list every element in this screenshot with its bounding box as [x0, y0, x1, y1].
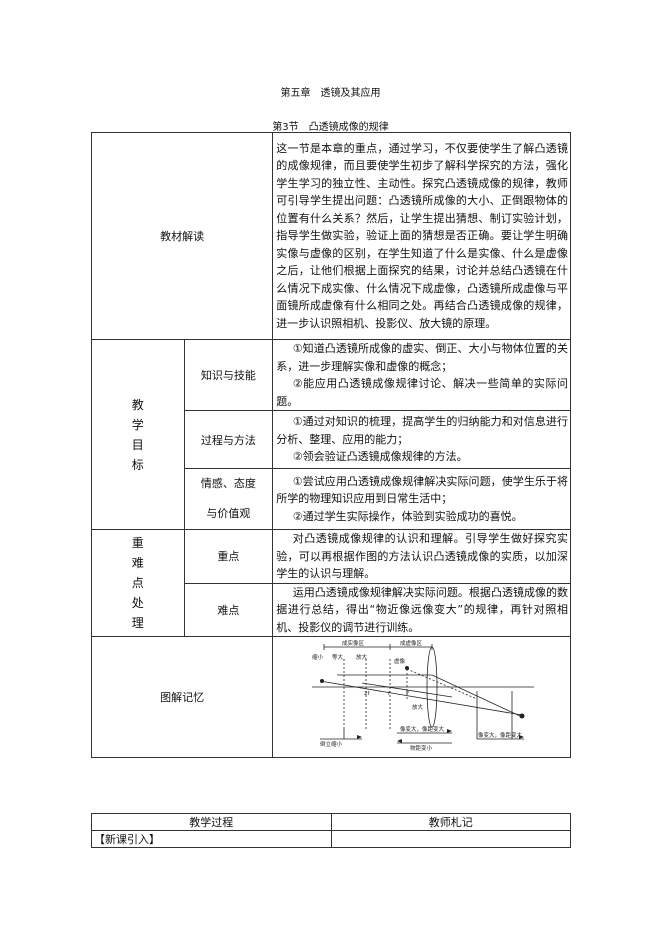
diagram-text-top-left: 成实像区	[342, 639, 365, 647]
knowledge-item: ②能应用凸透镜成像规律讨论、解决一些简单的实际问题。	[276, 377, 568, 408]
diagram-text-top-right: 成虚像区	[400, 639, 423, 647]
diagram-text-bottom-left: 倒立缩小	[320, 740, 343, 748]
emotion-label-line: 与价值观	[206, 507, 251, 520]
emotion-label: 情感、态度 与价值观	[183, 468, 274, 530]
knowledge-item: ①知道凸透镜所成像的虚实、倒正、大小与物体位置的关系，进一步理解实像和虚像的概念…	[276, 342, 568, 373]
process-first-row: 【新课引入】	[91, 830, 571, 848]
process-item: ①通过对知识的梳理，提高学生的归纳能力和对信息进行分析、整理、应用的能力；	[276, 415, 568, 446]
diagram-label: 图解记忆	[90, 636, 274, 758]
process-label: 过程与方法	[183, 410, 274, 469]
keypoints-char: 理	[131, 616, 144, 630]
diagram-text-bottom-mid2: 物距变小	[410, 744, 433, 752]
keypoints-char: 点	[131, 576, 144, 590]
textbook-paragraph: 这一节是本章的重点，通过学习，不仅要使学生了解凸透镜的成像规律，而且要使学生初步…	[276, 141, 568, 330]
convex-lens	[426, 646, 438, 727]
diagram-text-bottom-right: 像变大，像距变大	[478, 731, 523, 739]
process-item: ②领会验证凸透镜成像规律的方法。	[292, 450, 468, 464]
textbook-text: 这一节是本章的重点，通过学习，不仅要使学生了解凸透镜的成像规律，而且要使学生初步…	[272, 132, 571, 340]
textbook-label: 教材解读	[90, 132, 274, 340]
diagram-text-2f: 2f	[364, 691, 370, 697]
textbook-row: 教材解读 这一节是本章的重点，通过学习，不仅要使学生了解凸透镜的成像规律，而且要…	[90, 132, 571, 340]
diagram-cell: 成实像区 成虚像区 缩小 等大 放大 2f f F 虚像 放大 倒立缩小 像变大…	[272, 636, 571, 758]
difficulty-text: 运用凸透镜成像规律解决实际问题。根据凸透镜成像的数据进行总结，得出“物近像远像变…	[272, 582, 571, 637]
emotion-label-line: 情感、态度	[200, 477, 256, 490]
process-table: 教学过程 教师札记 【新课引入】	[91, 813, 571, 848]
process-header-row: 教学过程 教师札记	[91, 813, 571, 831]
goals-label: 教 学 目 标	[91, 339, 185, 530]
diagram-row: 图解记忆	[90, 636, 571, 758]
notes-col-header: 教师札记	[330, 813, 571, 831]
chapter-title: 第五章 透镜及其应用	[280, 88, 381, 99]
process-text: ①通过对知识的梳理，提高学生的归纳能力和对信息进行分析、整理、应用的能力； ②领…	[272, 410, 571, 469]
diagram-text-virtual: 虚像	[394, 657, 406, 665]
lens-imaging-diagram: 成实像区 成虚像区 缩小 等大 放大 2f f F 虚像 放大 倒立缩小 像变大…	[311, 639, 534, 752]
diagram-text-enlarge: 放大	[412, 703, 424, 711]
lesson-table: 教材解读 这一节是本章的重点，通过学习，不仅要使学生了解凸透镜的成像规律，而且要…	[90, 132, 571, 758]
diagram-text-equal: 等大	[332, 653, 344, 661]
goal-emotion-row: 情感、态度 与价值观 ①尝试应用凸透镜成像规律解决实际问题，使学生乐于将所学的物…	[92, 468, 571, 530]
goals-char: 标	[131, 457, 144, 472]
process-col-header: 教学过程	[91, 813, 332, 831]
diagram-text-f: f	[388, 691, 391, 697]
intro-notes	[330, 830, 571, 848]
knowledge-label: 知识与技能	[183, 339, 274, 411]
keypoints-char: 重	[131, 536, 144, 550]
difficulty-row: 难点 运用凸透镜成像规律解决实际问题。根据凸透镜成像的数据进行总结，得出“物近像…	[92, 582, 571, 637]
goals-char: 目	[131, 437, 144, 452]
diagram-text-big: 放大	[356, 653, 368, 661]
goal-process-row: 过程与方法 ①通过对知识的梳理，提高学生的归纳能力和对信息进行分析、整理、应用的…	[92, 410, 571, 469]
goals-char: 学	[131, 417, 144, 432]
intro-label: 【新课引入】	[91, 830, 332, 848]
goals-char: 教	[131, 397, 144, 412]
diagram-text-F: F	[406, 691, 409, 697]
emotion-text: ①尝试应用凸透镜成像规律解决实际问题，使学生乐于将所学的物理知识应用到日常生活中…	[272, 468, 571, 530]
diagram-text-small: 缩小	[312, 653, 324, 661]
knowledge-text: ①知道凸透镜所成像的虚实、倒正、大小与物体位置的关系，进一步理解实像和虚像的概念…	[272, 339, 571, 411]
emotion-item: ①尝试应用凸透镜成像规律解决实际问题，使学生乐于将所学的物理知识应用到日常生活中…	[276, 474, 568, 506]
keypoints-char: 处	[131, 596, 144, 610]
focus-text: 对凸透镜成像规律的认识和理解。引导学生做好探究实验，可以再根据作图的方法认识凸透…	[272, 529, 571, 584]
keypoints-label: 重 难 点 处 理	[91, 529, 185, 637]
goal-knowledge-row: 教 学 目 标 知识与技能 ①知道凸透镜所成像的虚实、倒正、大小与物体位置的关系…	[91, 339, 571, 530]
keypoints-char: 难	[131, 556, 144, 570]
emotion-item: ②通过学生实际操作，体验到实验成功的喜悦。	[292, 509, 523, 523]
focus-row: 重 难 点 处 理 重点 对凸透镜成像规律的认识和理解。引导学生做好探究实验，可…	[91, 529, 571, 637]
focus-label: 重点	[183, 529, 274, 584]
diagram-text-bottom-mid1: 像变大，像距变大	[400, 725, 445, 733]
difficulty-label: 难点	[183, 582, 274, 637]
section-title: 第3节 凸透镜成像的规律	[272, 122, 389, 133]
